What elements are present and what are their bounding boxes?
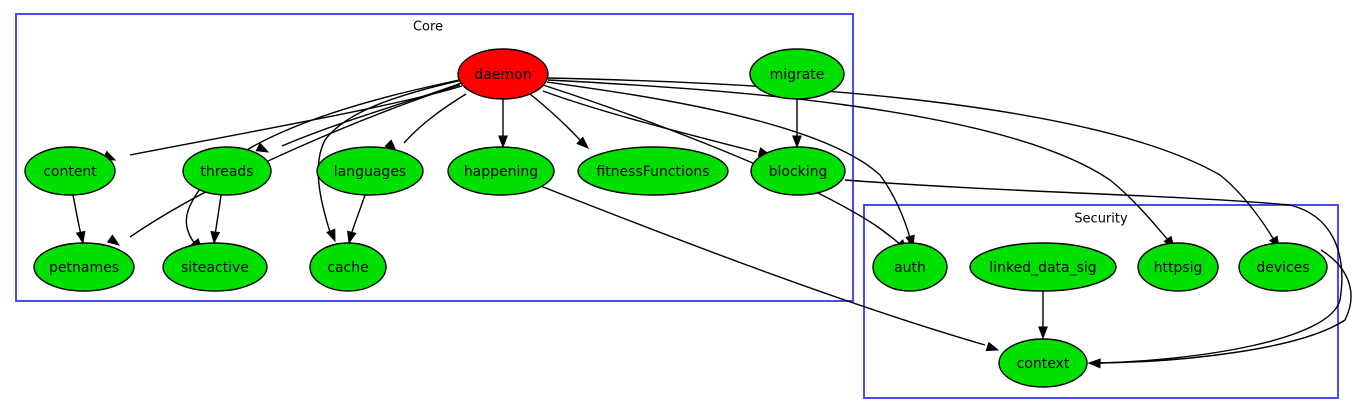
node-petnames[interactable]: petnames — [33, 242, 135, 292]
node-label-cache: cache — [327, 260, 368, 276]
node-label-fitnessFunctions: fitnessFunctions — [596, 164, 709, 180]
node-siteactive[interactable]: siteactive — [162, 242, 268, 292]
node-threads[interactable]: threads — [182, 146, 272, 196]
edge-path — [546, 81, 911, 239]
node-label-happening: happening — [464, 164, 538, 180]
edge-daemon-to-cache — [317, 79, 463, 243]
node-label-daemon: daemon — [474, 67, 531, 83]
node-label-siteactive: siteactive — [181, 260, 249, 276]
arrow-head-icon — [326, 228, 336, 243]
edge-daemon-to-happening — [498, 99, 508, 149]
arrow-head-icon — [1087, 358, 1101, 369]
edge-path — [844, 179, 1343, 364]
edge-languages-to-cache — [347, 194, 366, 245]
node-linked_data_sig[interactable]: linked_data_sig — [969, 242, 1117, 292]
node-shape-httpsig[interactable] — [1137, 242, 1219, 292]
edge-path — [537, 184, 986, 346]
edge-threads-to-siteactive — [210, 194, 222, 245]
edge-daemon-to-threads — [255, 82, 462, 153]
node-happening[interactable]: happening — [447, 146, 555, 196]
edge-path — [129, 84, 461, 238]
nodes-layer: daemon migrate content threads languages happ… — [24, 48, 1328, 388]
arrow-head-icon — [210, 231, 221, 245]
edge-path — [1099, 249, 1352, 364]
edge-path — [129, 85, 463, 156]
edge-path — [542, 90, 758, 153]
node-auth[interactable]: auth — [872, 242, 948, 292]
node-shape-fitnessFunctions[interactable] — [577, 146, 729, 196]
node-label-languages: languages — [334, 164, 406, 180]
edge-path — [547, 77, 1275, 241]
node-shape-auth[interactable] — [872, 242, 948, 292]
arrow-head-icon — [106, 234, 121, 246]
edges-layer — [72, 77, 1352, 369]
cluster-box-core — [15, 13, 854, 302]
node-devices[interactable]: devices — [1238, 242, 1328, 292]
node-label-context: context — [1017, 356, 1070, 372]
edge-path — [547, 79, 1169, 241]
node-shape-daemon[interactable] — [457, 48, 549, 100]
cluster-core: Core — [15, 13, 854, 302]
node-label-auth: auth — [894, 260, 926, 276]
node-shape-linked_data_sig[interactable] — [969, 242, 1117, 292]
node-shape-devices[interactable] — [1238, 242, 1328, 292]
node-label-petnames: petnames — [49, 260, 119, 276]
node-label-httpsig: httpsig — [1154, 260, 1203, 276]
edge-path — [72, 194, 82, 236]
edge-content-to-petnames — [72, 194, 86, 245]
node-label-devices: devices — [1256, 260, 1309, 276]
edge-daemon-to-content — [102, 85, 463, 161]
edge-path — [317, 79, 463, 233]
node-languages[interactable]: languages — [316, 146, 424, 196]
node-shape-happening[interactable] — [447, 146, 555, 196]
node-shape-blocking[interactable] — [750, 146, 846, 196]
node-label-threads: threads — [200, 164, 253, 180]
edge-daemon-to-petnames — [106, 84, 461, 246]
arrow-head-icon — [985, 341, 1000, 352]
edge-migrate-to-blocking — [792, 99, 802, 149]
node-httpsig[interactable]: httpsig — [1137, 242, 1219, 292]
edge-path — [403, 93, 467, 144]
arrow-head-icon — [255, 142, 270, 153]
node-label-migrate: migrate — [770, 67, 825, 83]
node-shape-context[interactable] — [998, 338, 1088, 388]
node-shape-migrate[interactable] — [749, 48, 845, 100]
cluster-label-security: Security — [1074, 212, 1128, 227]
edge-blocking_ring-to-context — [844, 179, 1343, 369]
node-blocking[interactable]: blocking — [750, 146, 846, 196]
edge-daemon-to-fitnessFunctions — [529, 93, 590, 149]
edge-path — [529, 93, 581, 141]
node-daemon[interactable]: daemon — [457, 48, 549, 100]
cluster-label-core: Core — [413, 20, 443, 35]
cluster-box-security — [863, 204, 1339, 399]
node-shape-languages[interactable] — [316, 146, 424, 196]
node-shape-cache[interactable] — [309, 242, 387, 292]
edge-path — [350, 194, 366, 236]
node-context[interactable]: context — [998, 338, 1088, 388]
edge-path — [281, 82, 462, 147]
node-shape-petnames[interactable] — [33, 242, 135, 292]
arrow-head-icon — [1038, 326, 1048, 340]
node-label-content: content — [43, 164, 97, 180]
edge-linked_data_sig-to-context — [1038, 291, 1048, 340]
cluster-security: Security — [863, 204, 1339, 399]
node-migrate[interactable]: migrate — [749, 48, 845, 100]
arrow-head-icon — [498, 135, 508, 149]
arrow-head-icon — [576, 136, 590, 149]
arrow-head-icon — [75, 230, 86, 245]
node-content[interactable]: content — [24, 146, 116, 196]
arrow-head-icon — [792, 135, 802, 149]
node-fitnessFunctions[interactable]: fitnessFunctions — [577, 146, 729, 196]
arrow-head-icon — [347, 230, 357, 245]
edge-happening-to-context — [537, 184, 1000, 352]
node-label-linked_data_sig: linked_data_sig — [989, 260, 1096, 276]
edge-path — [214, 194, 222, 236]
node-shape-content[interactable] — [24, 146, 116, 196]
node-label-blocking: blocking — [769, 164, 828, 180]
node-shape-siteactive[interactable] — [162, 242, 268, 292]
node-cache[interactable]: cache — [309, 242, 387, 292]
node-shape-threads[interactable] — [182, 146, 272, 196]
